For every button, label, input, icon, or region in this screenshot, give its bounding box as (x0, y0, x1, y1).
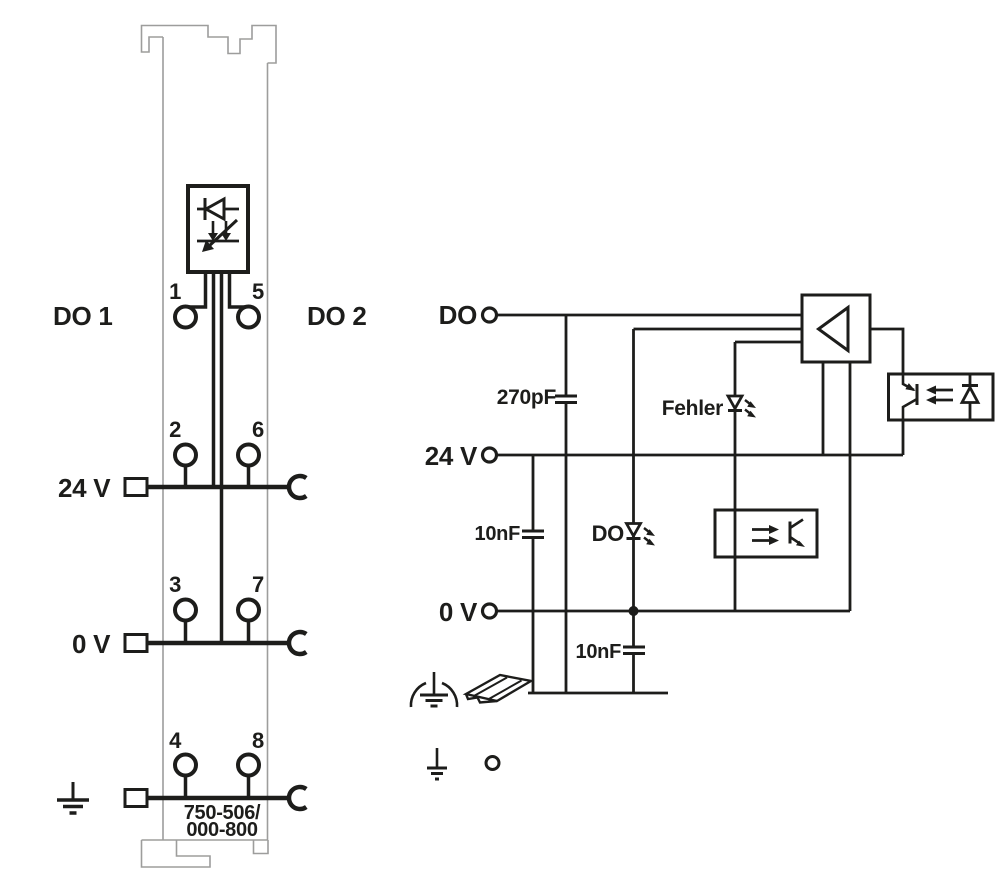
module-label-0v: 0 V (72, 629, 111, 659)
power-jumper-contact-icon-24v (286, 473, 308, 501)
terminal-number-4: 4 (169, 728, 182, 753)
housing-top-cap (140, 24, 277, 64)
earth-terminal-ground-icon (427, 748, 447, 781)
capacitor-10nf-24v (522, 455, 544, 693)
do-led-icon (624, 522, 655, 546)
terminal-contact-6 (236, 442, 261, 468)
schematic-label-do: DO (439, 300, 477, 330)
power-jumper-contact-icon-0v (286, 629, 308, 657)
terminal-contact-3 (173, 597, 198, 623)
photo-receiver-symbol (197, 218, 239, 252)
error-led-icon (725, 394, 756, 418)
bus-row-earth (123, 784, 308, 812)
led-box (186, 184, 250, 274)
rail-ground-icon (409, 672, 459, 708)
led-label-fehler: Fehler (662, 397, 723, 420)
optocoupler-output-box (713, 508, 819, 559)
error-led-branch (725, 340, 802, 611)
amplifier-triangle (815, 304, 850, 354)
schematic-terminal-0v (480, 602, 499, 620)
cap-label-10nf-24v: 10nF (475, 523, 521, 545)
schematic-label-0v: 0 V (439, 597, 478, 627)
schematic-terminal-24v (480, 446, 499, 464)
terminal-contact-8 (236, 752, 261, 778)
field-terminal-icon-24v (123, 477, 149, 497)
terminal-number-7: 7 (252, 572, 264, 597)
housing-bottom-cap (140, 839, 269, 868)
status-led-indicator-icon (186, 184, 250, 643)
optocoupler-feedback-internals (901, 374, 981, 420)
terminal-number-8: 8 (252, 728, 264, 753)
led-wire-5 (227, 272, 245, 309)
terminal-contact-2 (173, 442, 198, 468)
field-terminal-icon-0v (123, 633, 149, 653)
led-wire-1 (189, 272, 208, 309)
terminal-stubs (183, 465, 251, 798)
terminal-contact-4 (173, 752, 198, 778)
schematic-terminal-earth (484, 755, 501, 771)
optocoupler-output-internals (752, 518, 805, 547)
cap-label-10nf-0v: 10nF (576, 641, 622, 663)
bus-row-24v (123, 473, 308, 501)
diode-symbol (197, 196, 239, 222)
cap-label-270pf: 270pF (497, 386, 557, 409)
terminal-number-1: 1 (169, 279, 181, 304)
capacitor-10nf-0v (623, 611, 645, 693)
part-number-line1: 750-506/ (184, 802, 261, 824)
terminal-contact-1 (173, 304, 198, 330)
module-label-24v: 24 V (58, 473, 111, 503)
field-terminal-icon-earth (123, 788, 149, 808)
terminal-number-5: 5 (252, 279, 264, 304)
terminal-contact-7 (236, 597, 261, 623)
terminal-contacts (173, 304, 261, 798)
part-number-line2: 000-800 (186, 819, 257, 841)
module-housing-outline (140, 24, 277, 868)
ground-icon (57, 782, 89, 815)
led-label-do: DO (592, 521, 625, 546)
do-led-branch (624, 327, 802, 611)
internal-schematic: DO 24 V 0 V 270pF 10nF 10nF Fehler DO (409, 293, 995, 781)
terminal-contact-5 (236, 304, 261, 330)
bus-row-0v (123, 629, 308, 657)
terminal-number-3: 3 (169, 572, 181, 597)
din-rail-icon (462, 673, 535, 704)
schematic-terminal-do (480, 306, 499, 324)
module-label-do1: DO 1 (53, 301, 112, 331)
wire-amp-output (870, 327, 905, 374)
power-jumper-contact-icon-earth (286, 784, 308, 812)
terminal-number-6: 6 (252, 417, 264, 442)
schematic-label-24v: 24 V (425, 441, 478, 471)
terminal-number-2: 2 (169, 417, 181, 442)
module-label-do2: DO 2 (307, 301, 366, 331)
capacitor-270pf (555, 315, 577, 693)
io-module: DO 1 DO 2 24 V 0 V 1 5 2 6 3 7 4 8 750-5… (53, 24, 367, 868)
